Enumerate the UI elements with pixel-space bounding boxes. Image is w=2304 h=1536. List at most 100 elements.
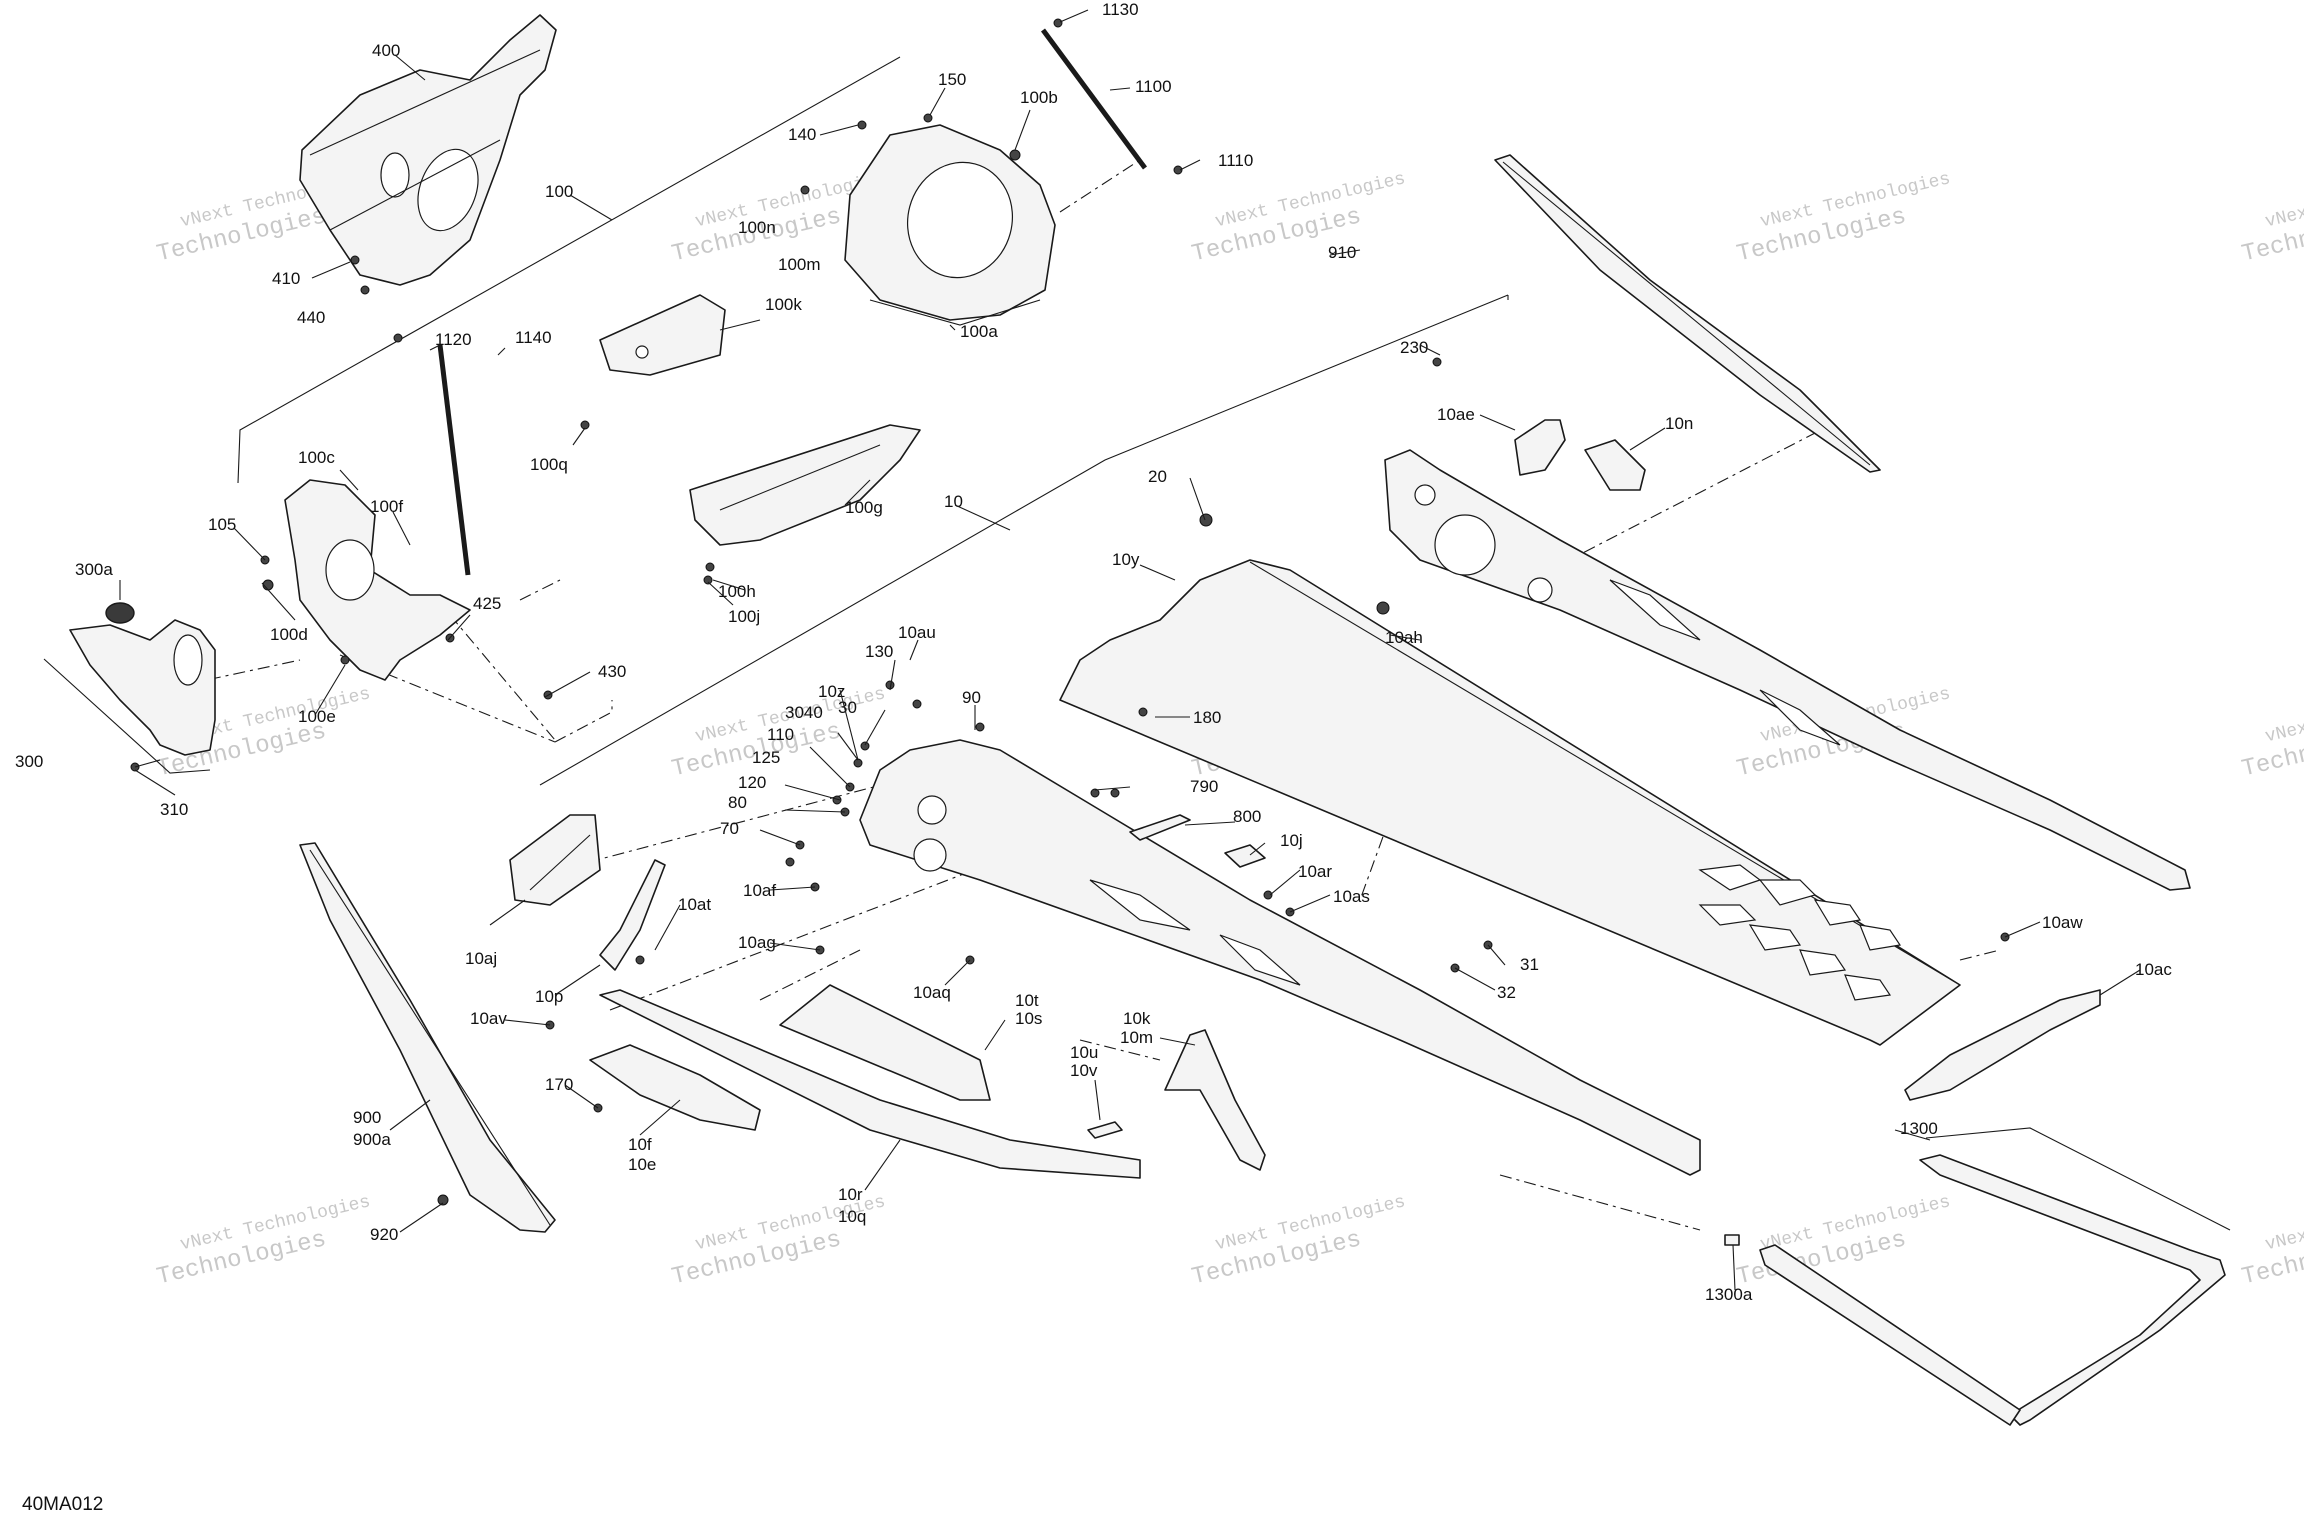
callout-20: 20	[1148, 467, 1167, 486]
callout-125: 125	[752, 748, 780, 767]
callout-10k: 10k	[1123, 1009, 1151, 1028]
callout-140: 140	[788, 125, 816, 144]
callout-70: 70	[720, 819, 739, 838]
part-10-tunnel-left-side	[859, 739, 1701, 1176]
part-10r-rail	[599, 989, 1141, 1179]
callout-10r: 10r	[838, 1185, 863, 1204]
callout-10aq: 10aq	[913, 983, 951, 1002]
callout-100h: 100h	[718, 582, 756, 601]
callout-10m: 10m	[1120, 1028, 1153, 1047]
callout-10af: 10af	[743, 881, 776, 900]
callout-100k: 100k	[765, 295, 802, 314]
callout-10av: 10av	[470, 1009, 507, 1028]
callout-10ae: 10ae	[1437, 405, 1475, 424]
callout-10au: 10au	[898, 623, 936, 642]
callout-31: 31	[1520, 955, 1539, 974]
callout-10p: 10p	[535, 987, 563, 1006]
part-910-rail	[1494, 154, 1881, 473]
callout-100f: 100f	[370, 497, 403, 516]
callout-10ag: 10ag	[738, 933, 776, 952]
callout-10u: 10u	[1070, 1043, 1098, 1062]
callout-790: 790	[1190, 777, 1218, 796]
part-10ae-grille	[1514, 419, 1566, 476]
callout-105: 105	[208, 515, 236, 534]
callout-leaders	[119, 9, 2141, 1291]
callout-900: 900	[353, 1108, 381, 1127]
callout-1100: 1100	[1135, 77, 1172, 96]
part-10u-clip	[1087, 1121, 1123, 1139]
part-10aj-grille	[509, 814, 601, 906]
callout-170: 170	[545, 1075, 573, 1094]
callout-10z: 10z	[818, 682, 845, 701]
part-10y-tunnel-top	[1059, 559, 1961, 1046]
callout-100j: 100j	[728, 607, 760, 626]
callout-1300a: 1300a	[1705, 1285, 1753, 1304]
part-10aq-cross	[779, 984, 991, 1101]
callout-100m: 100m	[778, 255, 821, 274]
callout-10t: 10t	[1015, 991, 1039, 1010]
part-900-side-rail	[299, 842, 556, 1233]
part-10p-bracket	[599, 859, 666, 971]
callout-1140: 1140	[515, 328, 552, 347]
callout-32: 32	[1497, 983, 1516, 1002]
part-400-upper-frame	[299, 14, 557, 286]
callout-130: 130	[865, 642, 893, 661]
callout-310: 310	[160, 800, 188, 819]
callout-10aj: 10aj	[465, 949, 497, 968]
callout-10as: 10as	[1333, 887, 1370, 906]
callout-labels: 113011001110400100150140100b100n100m100a…	[15, 0, 2172, 1304]
callout-1300: 1300	[1900, 1119, 1938, 1138]
callout-300: 300	[15, 752, 43, 771]
callout-10ar: 10ar	[1298, 862, 1332, 881]
part-10k-bracket	[1164, 1029, 1266, 1171]
callout-230: 230	[1400, 338, 1428, 357]
callout-120: 120	[738, 773, 766, 792]
part-1120-strut	[437, 344, 471, 576]
callout-10at: 10at	[678, 895, 711, 914]
callout-440: 440	[297, 308, 325, 327]
part-100c-side-frame	[284, 479, 471, 681]
callout-100a: 100a	[960, 322, 998, 341]
fastener-layer	[130, 18, 2010, 1206]
part-100k-bracket	[599, 294, 726, 376]
part-300-bracket	[69, 602, 216, 756]
callout-10j: 10j	[1280, 831, 1303, 850]
callout-110: 110	[767, 725, 794, 744]
callout-80: 80	[728, 793, 747, 812]
callout-410: 410	[272, 269, 300, 288]
callout-800: 800	[1233, 807, 1261, 826]
callout-900a: 900a	[353, 1130, 391, 1149]
callout-100c: 100c	[298, 448, 335, 467]
callout-150: 150	[938, 70, 966, 89]
assembly-frame-lines	[43, 56, 2231, 1231]
callout-425: 425	[473, 594, 501, 613]
callout-100q: 100q	[530, 455, 568, 474]
part-10f-bracket	[589, 1044, 761, 1131]
callout-10n: 10n	[1665, 414, 1693, 433]
callout-920: 920	[370, 1225, 398, 1244]
callout-10y: 10y	[1112, 550, 1140, 569]
part-10-tunnel-right-side	[1384, 449, 2191, 891]
callout-180: 180	[1193, 708, 1221, 727]
callout-10q: 10q	[838, 1207, 866, 1226]
callout-10e: 10e	[628, 1155, 656, 1174]
callout-90: 90	[962, 688, 981, 707]
watermark-line1: vNext Technologies	[2263, 169, 2304, 232]
part-10n-plate	[1584, 439, 1646, 491]
callout-300a: 300a	[75, 560, 113, 579]
callout-10f: 10f	[628, 1135, 652, 1154]
callout-430: 430	[598, 662, 626, 681]
callout-10ac: 10ac	[2135, 960, 2172, 979]
callout-100e: 100e	[298, 707, 336, 726]
watermark-line1: vNext Technologies	[2263, 1192, 2304, 1255]
watermark-line1: vNext Technologies	[2263, 684, 2304, 747]
callout-30: 30	[838, 698, 857, 717]
callout-10s: 10s	[1015, 1009, 1042, 1028]
callout-10: 10	[944, 492, 963, 511]
